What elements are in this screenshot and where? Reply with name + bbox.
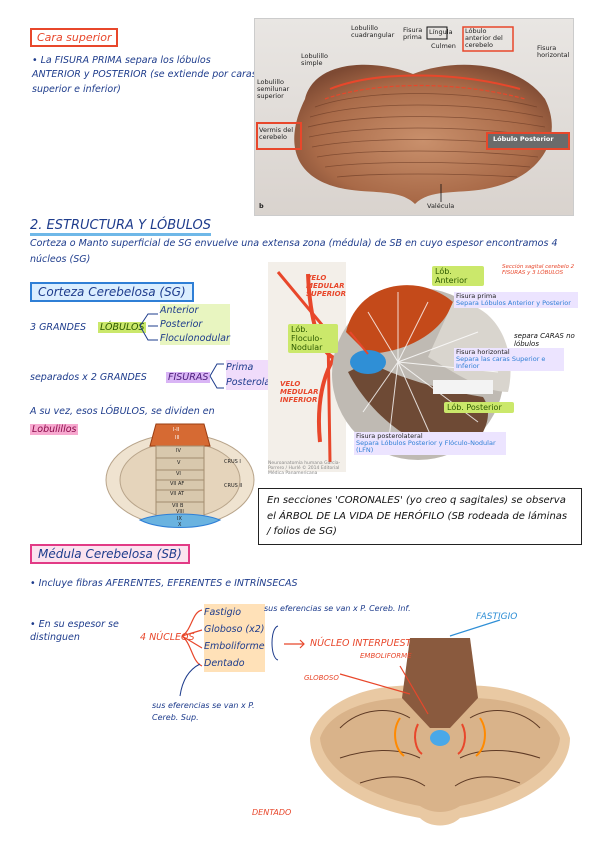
lobulillo-label-v: V <box>177 460 181 466</box>
nucleo-emboliforme: Emboliforme <box>204 638 265 656</box>
lobulillo-label-crus-ii: CRUS II <box>224 483 243 489</box>
fig-emboliforme-label: EMBOLIFORME <box>360 652 412 660</box>
dentado-arrow <box>179 663 201 697</box>
lobulo-posterior-item: Posterior <box>160 317 230 332</box>
separa-caras-note: separa CARAS no lóbulos <box>514 332 575 348</box>
lobulillo-label-crus-i: CRUS I <box>224 459 241 465</box>
separa-caras-text: Separa las caras Superior e Inferior <box>456 355 546 371</box>
lobulillo-label-viii: VIII <box>176 509 184 515</box>
lobulos-list: Anterior Posterior Floculonodular <box>160 304 230 346</box>
lob-floculo-tag: Lób. Floculo-Nodular <box>288 324 338 353</box>
label-lobulo-posterior: Lóbulo Posterior <box>493 135 554 143</box>
label-valecula: Valécula <box>427 202 455 210</box>
velo-inferior-label: VELO MEDULAR INFERIOR <box>280 380 319 404</box>
medula-incluye: • Incluye fibras AFERENTES, EFERENTES e … <box>30 578 298 589</box>
label-lobulo-anterior: Lóbulo anterior del cerebelo <box>465 27 503 50</box>
velo-superior-label: VELO MEDULAR SUPERIOR <box>306 274 346 298</box>
lobulillo-label-iv: IV <box>176 448 181 454</box>
fig-dentado-label: DENTADO <box>252 808 292 817</box>
label-lingula: Língula <box>429 28 453 36</box>
sagittal-section-diagram: VELO MEDULAR SUPERIOR VELO MEDULAR INFER… <box>268 262 578 476</box>
figure-letter: b <box>259 202 264 210</box>
lobulillo-label-vii-at: VII AT <box>170 491 185 497</box>
lobulillo-label-iii: III <box>175 435 180 441</box>
lobulillos-diagram: I-II III IV V VI VII AF VII AT VII B VII… <box>100 420 260 532</box>
estructura-intro: Corteza o Manto superficial de SG envuel… <box>30 238 558 266</box>
fisura-prima-note: • La FISURA PRIMA separa los lóbulos ANT… <box>32 55 257 95</box>
fisura-prima-callout: Fisura prima Separa Lóbulos Anterior y P… <box>454 292 578 309</box>
fisura-prima-callout-title: Fisura prima <box>456 292 497 300</box>
diagram-credit: Neuroanatomía humana García-Porrero / Hu… <box>268 461 341 476</box>
medula-espesor: • En su espesor se distinguen <box>30 619 119 644</box>
fig-fastigio-label: FASTIGIO <box>476 612 518 622</box>
coronal-section-diagram: FASTIGIO EMBOLIFORME GLOBOSO <box>300 612 580 838</box>
nucleo-dentado: Dentado <box>204 655 265 673</box>
lob-posterior-tag: Lób. Posterior <box>444 402 514 413</box>
fisura-posterolateral-callout: Fisura posterolateral Separa Lóbulos Pos… <box>354 432 506 456</box>
estructura-heading-text: 2. ESTRUCTURA Y LÓBULOS <box>30 218 211 236</box>
lobulillo-label-vi: VI <box>176 471 181 477</box>
lobulillo-label-x: X <box>178 522 182 528</box>
cerebellum-superior-svg <box>256 26 570 204</box>
nucleo-globoso: Globoso (x2) <box>204 621 265 639</box>
fisura-posterolateral-title: Fisura posterolateral <box>356 432 423 440</box>
label-lobulillo-cuadrangular: Lobulillo cuadrangular <box>351 24 395 40</box>
label-lobulillo-simple: Lobulillo simple <box>301 52 328 68</box>
lobulos-brace <box>139 313 158 341</box>
corteza-title: Corteza Cerebelosa (SG) <box>30 282 194 302</box>
nucleos-brace <box>181 609 203 667</box>
lob-anterior-tag: Lób. Anterior <box>432 266 484 286</box>
tres-grandes-label: 3 GRANDES <box>30 322 86 333</box>
nucleos-list: Fastigio Globoso (x2) Emboliforme Dentad… <box>204 604 265 673</box>
fisura-horizontal-callout-title: Fisura horizontal <box>456 348 510 356</box>
lobulillos-word: Lobulillos <box>30 424 79 435</box>
section-title-cara-superior: Cara superior <box>30 28 119 47</box>
label-fisura-horizontal: Fisura horizontal <box>537 44 570 60</box>
medula-title: Médula Cerebelosa (SB) <box>30 544 190 564</box>
lobulillos-svg <box>105 423 255 528</box>
label-culmen: Culmen <box>431 42 456 50</box>
label-lobulillo-semilunar: Lobulillo semilunar superior <box>257 78 290 101</box>
fisura-prima-item: Prima <box>226 360 274 376</box>
fig-globoso-label: GLOBOSO <box>304 674 339 682</box>
lobulillo-label-vii-b: VII B <box>172 503 184 509</box>
fisuras-list: Prima Posterolat <box>226 360 274 391</box>
section-heading-estructura: 2. ESTRUCTURA Y LÓBULOS <box>30 218 211 236</box>
separa-posterior-lfn: Separa Lóbulos Posterior y Flóculo-Nodul… <box>356 439 496 455</box>
subdividen-label: A su vez, esos LÓBULOS, se dividen en <box>30 406 215 417</box>
cuatro-nucleos-label: 4 NÚCLEOS <box>140 632 195 643</box>
lobulillo-label-vii-af: VII AF <box>170 481 185 487</box>
lobulo-floculonodular-item: Floculonodular <box>160 331 230 346</box>
label-vermis: Vermis del cerebelo <box>259 126 294 142</box>
label-fisura-prima: Fisura prima <box>403 26 423 42</box>
separados-label: separados x 2 GRANDES <box>30 372 147 383</box>
fisuras-brace <box>209 363 224 389</box>
fisura-horizontal-callout: Fisura horizontal Separa las caras Super… <box>454 348 564 372</box>
fisura-posterolat-item: Posterolat <box>226 375 274 391</box>
interpuesto-brace <box>271 625 305 661</box>
separa-anterior-posterior: Separa Lóbulos Anterior y Posterior <box>456 299 571 308</box>
fisuras-word: FISURAS <box>166 372 211 383</box>
lobulillo-label-ix: IX <box>177 516 182 522</box>
coronal-section-svg <box>310 619 570 826</box>
fastigio-note: sus eferencias se van x P. Cereb. Inf. <box>264 604 411 613</box>
lobulo-anterior-item: Anterior <box>160 304 230 318</box>
nucleo-fastigio: Fastigio <box>204 604 265 622</box>
nucleo-interpuesto: NÚCLEO INTERPUESTO <box>310 638 419 649</box>
lobulos-word: LÓBULOS <box>98 322 147 333</box>
corte-note: Sección sagital cerebelo 2 FISURAS y 3 L… <box>502 264 575 276</box>
arbol-vida-note: En secciones 'CORONALES' (yo creo q sagi… <box>258 488 582 545</box>
lobulillo-label-i-ii: I-II <box>173 427 180 433</box>
dentado-note: sus eferencias se van x P. Cereb. Sup. <box>152 701 255 722</box>
cerebellum-superior-photo: Lobulillo cuadrangular Lobulillo simple … <box>254 18 574 216</box>
